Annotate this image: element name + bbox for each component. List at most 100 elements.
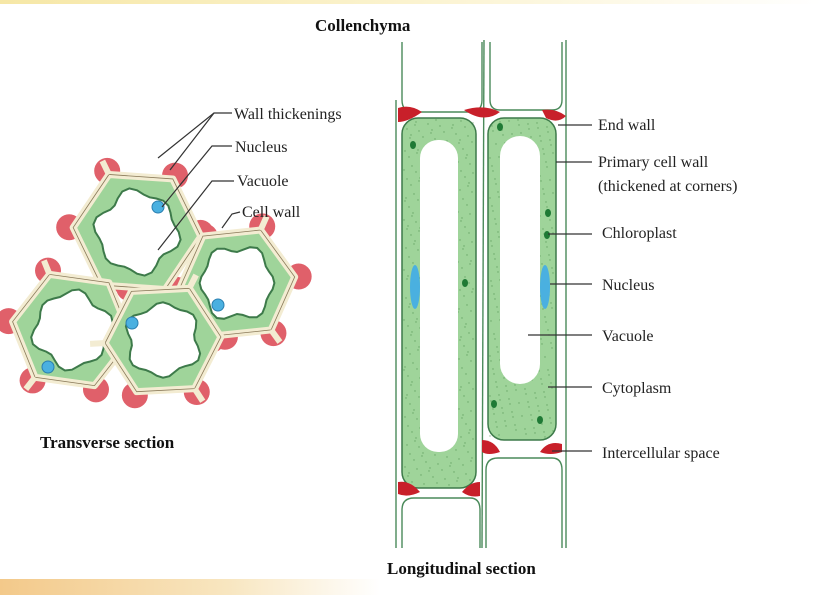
cytoplasm-granule [466, 204, 468, 206]
cytoplasm-granule [530, 136, 532, 138]
cytoplasm-granule [495, 223, 497, 225]
cytoplasm-granule [496, 386, 498, 388]
cytoplasm-granule [493, 413, 495, 415]
cytoplasm-granule [414, 240, 416, 242]
cytoplasm-granule [496, 266, 498, 268]
cytoplasm-granule [551, 387, 553, 389]
cytoplasm-granule [406, 444, 408, 446]
cytoplasm-granule [470, 260, 472, 262]
cytoplasm-granule [551, 267, 553, 269]
cytoplasm-granule [472, 172, 474, 174]
label-end-wall: End wall [598, 117, 656, 134]
cytoplasm-granule [455, 449, 457, 451]
cytoplasm-granule [550, 302, 552, 304]
cytoplasm-granule [524, 428, 526, 430]
cytoplasm-granule [431, 129, 433, 131]
cytoplasm-granule [466, 254, 468, 256]
cytoplasm-granule [405, 247, 407, 249]
cytoplasm-granule [404, 366, 406, 368]
cytoplasm-granule [548, 254, 550, 256]
cytoplasm-granule [542, 188, 544, 190]
cytoplasm-granule [414, 390, 416, 392]
cytoplasm-granule [418, 130, 420, 132]
chloroplast [544, 231, 550, 239]
cytoplasm-granule [471, 241, 473, 243]
cytoplasm-granule [496, 306, 498, 308]
cytoplasm-granule [466, 154, 468, 156]
cytoplasm-granule [458, 458, 460, 460]
label-nucleus-ls: Nucleus [602, 277, 654, 294]
cytoplasm-granule [407, 425, 409, 427]
bottom-border [0, 579, 380, 595]
cytoplasm-granule [548, 374, 550, 376]
cytoplasm-granule [416, 152, 418, 154]
cytoplasm-granule [471, 291, 473, 293]
cytoplasm-granule [463, 295, 465, 297]
cytoplasm-granule [492, 210, 494, 212]
cytoplasm-granule [459, 239, 461, 241]
cytoplasm-granule [544, 436, 546, 438]
cytoplasm-granule [498, 434, 500, 436]
cytoplasm-granule [436, 482, 438, 484]
cytoplasm-granule [544, 356, 546, 358]
cytoplasm-granule [409, 303, 411, 305]
cytoplasm-granule [492, 408, 494, 410]
cytoplasm-granule [464, 442, 466, 444]
cytoplasm-granule [458, 358, 460, 360]
cytoplasm-granule [468, 182, 470, 184]
cytoplasm-granule [403, 169, 405, 171]
nucleus [151, 200, 165, 214]
cytoplasm-granule [544, 316, 546, 318]
cytoplasm-granule [496, 426, 498, 428]
cytoplasm-granule [405, 397, 407, 399]
chloroplast [537, 416, 543, 424]
cytoplasm-granule [467, 135, 469, 137]
cytoplasm-granule [416, 368, 418, 370]
cytoplasm-granule [434, 454, 436, 456]
cytoplasm-granule [490, 240, 492, 242]
cytoplasm-granule [552, 192, 554, 194]
transverse-leaders [157, 112, 241, 251]
label-primary-cell-wall-note: (thickened at corners) [598, 178, 737, 195]
cytoplasm-granule [405, 347, 407, 349]
cytoplasm-granule [441, 469, 443, 471]
cytoplasm-granule [425, 461, 427, 463]
cytoplasm-granule [542, 148, 544, 150]
label-vacuole-ts: Vacuole [237, 173, 289, 190]
cytoplasm-granule [521, 415, 523, 417]
cytoplasm-granule [408, 306, 410, 308]
cytoplasm-granule [455, 133, 457, 135]
cytoplasm-granule [458, 142, 460, 144]
cytoplasm-granule [416, 468, 418, 470]
cytoplasm-granule [547, 131, 549, 133]
label-chloroplast: Chloroplast [602, 225, 677, 242]
cytoplasm-granule [472, 338, 474, 340]
cytoplasm-granule [411, 215, 413, 217]
cytoplasm-granule [491, 245, 493, 247]
cytoplasm-granule [467, 351, 469, 353]
cytoplasm-granule [469, 479, 471, 481]
label-cell-wall: Cell wall [242, 204, 301, 221]
cytoplasm-granule [460, 170, 462, 172]
lower-cell-left [401, 497, 481, 548]
cytoplasm-granule [511, 133, 513, 135]
cytoplasm-granule [403, 219, 405, 221]
cytoplasm-granule [423, 483, 425, 485]
cytoplasm-granule [456, 480, 458, 482]
cytoplasm-granule [404, 200, 406, 202]
chloroplast [410, 141, 416, 149]
cytoplasm-granule [490, 360, 492, 362]
cytoplasm-granule [467, 451, 469, 453]
cytoplasm-granule [551, 227, 553, 229]
cytoplasm-granule [468, 332, 470, 334]
cytoplasm-granule [408, 256, 410, 258]
cytoplasm-granule [540, 338, 542, 340]
cytoplasm-granule [414, 340, 416, 342]
top-border [0, 0, 822, 4]
cytoplasm-granule [512, 416, 514, 418]
end-wall-thickening [542, 109, 566, 121]
cytoplasm-granule [464, 176, 466, 178]
cytoplasm-granule [418, 180, 420, 182]
cytoplasm-granule [415, 121, 417, 123]
cytoplasm-granule [406, 128, 408, 130]
